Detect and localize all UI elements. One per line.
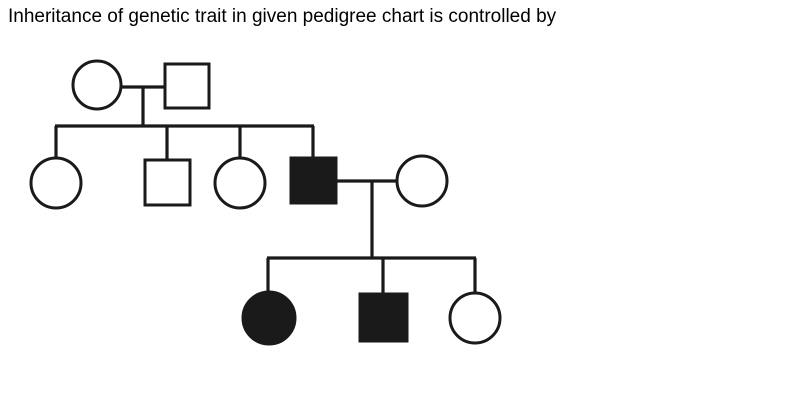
pedigree-chart-svg bbox=[29, 59, 502, 346]
gen2-female-unaffected-2[interactable] bbox=[213, 156, 267, 210]
gen1-male-unaffected[interactable] bbox=[163, 62, 211, 110]
question-title: Inheritance of genetic trait in given pe… bbox=[8, 6, 557, 27]
gen3-female-affected[interactable] bbox=[241, 290, 297, 346]
gen2-male-unaffected[interactable] bbox=[143, 158, 192, 207]
generation-2-group bbox=[29, 124, 449, 259]
gen3-male-affected[interactable] bbox=[358, 292, 409, 343]
gen1-female-unaffected[interactable] bbox=[71, 59, 123, 111]
pedigree-chart-figure bbox=[0, 38, 800, 403]
gen2-male-affected[interactable] bbox=[289, 156, 338, 205]
generation-3-group bbox=[241, 256, 502, 346]
gen3-female-unaffected[interactable] bbox=[448, 291, 502, 345]
gen2-female-spouse-unaffected[interactable] bbox=[395, 154, 449, 208]
generation-1-group bbox=[71, 59, 211, 127]
gen2-female-unaffected-1[interactable] bbox=[29, 156, 83, 210]
